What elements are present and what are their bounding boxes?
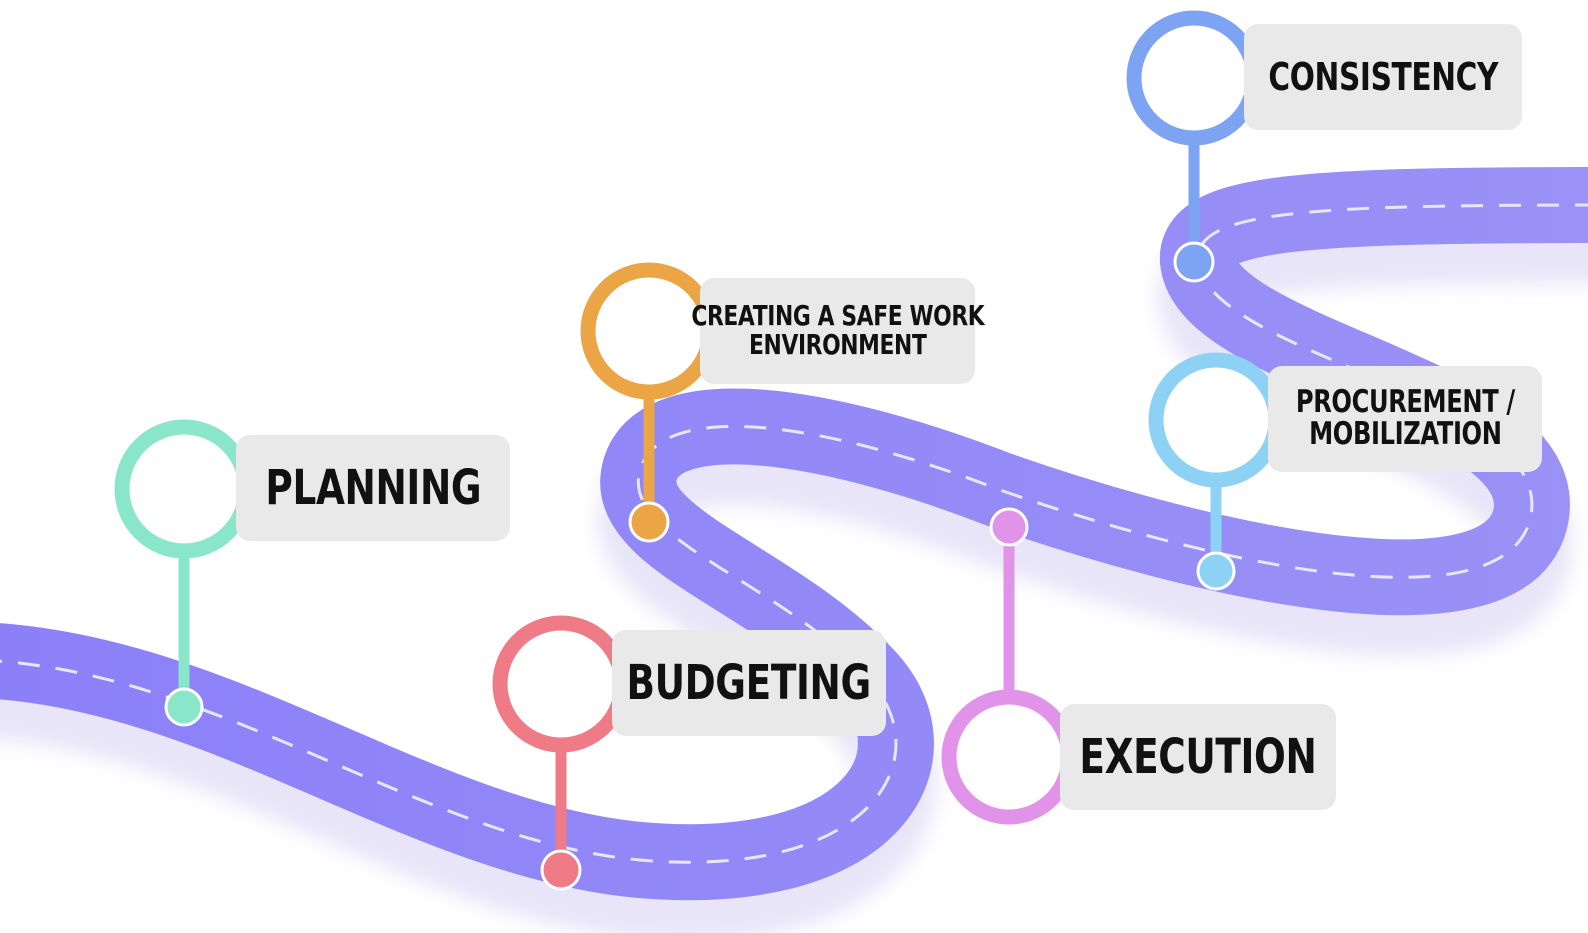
label-planning: PLANNING <box>236 435 510 541</box>
ring-marker-icon <box>492 615 630 753</box>
label-planning-text: PLANNING <box>265 459 481 516</box>
label-consistency: CONSISTENCY <box>1244 24 1522 130</box>
ring-marker-icon <box>1126 10 1262 146</box>
label-procurement: PROCUREMENT / MOBILIZATION <box>1268 366 1542 472</box>
label-procurement-line1: PROCUREMENT / <box>1295 384 1515 421</box>
label-execution-text: EXECUTION <box>1079 728 1317 785</box>
milestone-pin-consistency <box>1126 10 1262 283</box>
label-safe-work-line1: CREATING A SAFE WORK <box>691 299 984 333</box>
road-point-budgeting <box>540 849 582 891</box>
milestone-pin-budgeting <box>492 615 630 891</box>
road-point-procurement <box>1196 551 1236 591</box>
label-procurement-line2: MOBILIZATION <box>1308 416 1502 452</box>
milestone-pin-safe-work <box>580 262 718 543</box>
label-budgeting-text: BUDGETING <box>626 654 872 711</box>
milestone-pin-planning <box>114 419 254 727</box>
label-safe-work-line2: ENVIRONMENT <box>748 328 927 361</box>
label-consistency-text: CONSISTENCY <box>1268 54 1498 99</box>
ring-marker-icon <box>941 689 1077 825</box>
label-budgeting: BUDGETING <box>612 630 886 736</box>
label-safe-work: CREATING A SAFE WORK ENVIRONMENT <box>691 278 984 384</box>
road-point-planning <box>164 687 204 727</box>
milestone-pin-execution <box>941 507 1077 825</box>
label-execution: EXECUTION <box>1060 704 1336 810</box>
ring-marker-icon <box>114 419 254 559</box>
road-point-consistency <box>1173 241 1215 283</box>
ring-marker-icon <box>1148 352 1284 488</box>
road-point-execution <box>989 507 1029 547</box>
road-point-safe-work <box>628 501 670 543</box>
road-center-line <box>0 203 1588 864</box>
milestone-pin-procurement <box>1148 352 1284 591</box>
